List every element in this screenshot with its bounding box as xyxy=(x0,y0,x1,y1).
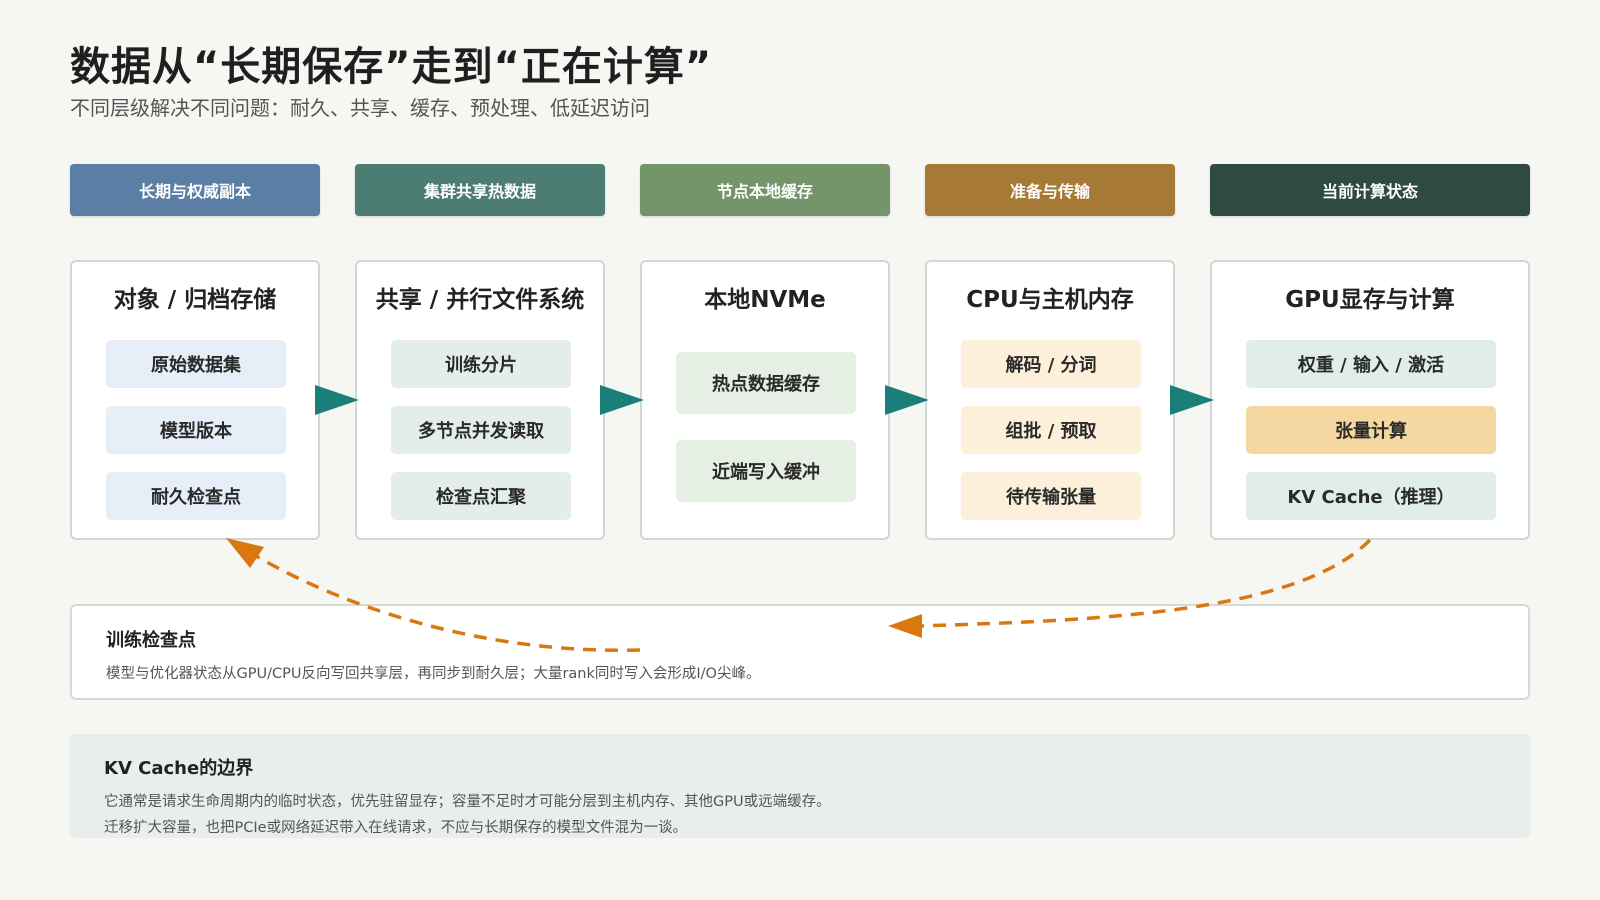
tier-label-compute: 当前计算状态 xyxy=(1210,164,1530,216)
item-hot-cache: 热点数据缓存 xyxy=(676,352,856,414)
item-batch-prefetch: 组批 / 预取 xyxy=(961,406,1141,454)
card-title: 共享 / 并行文件系统 xyxy=(375,287,585,313)
tier-label-shared: 集群共享热数据 xyxy=(355,164,605,216)
item-weights-inputs-activations: 权重 / 输入 / 激活 xyxy=(1246,340,1496,388)
card-title: 本地NVMe xyxy=(704,287,826,313)
writeback-arrowhead-to-storage xyxy=(226,538,264,568)
flow-arrow-1 xyxy=(315,385,359,415)
item-durable-checkpoint: 耐久检查点 xyxy=(106,472,286,520)
card-title: GPU显存与计算 xyxy=(1285,287,1455,313)
card-shared-filesystem: 共享 / 并行文件系统 训练分片 多节点并发读取 检查点汇聚 xyxy=(355,260,605,540)
kv-note-title: KV Cache的边界 xyxy=(104,758,254,779)
writeback-note: 训练检查点 模型与优化器状态从GPU/CPU反向写回共享层，再同步到耐久层；大量… xyxy=(70,604,1530,700)
item-kv-cache: KV Cache（推理） xyxy=(1246,472,1496,520)
item-tensor-compute: 张量计算 xyxy=(1246,406,1496,454)
card-gpu-memory: GPU显存与计算 权重 / 输入 / 激活 张量计算 KV Cache（推理） xyxy=(1210,260,1530,540)
item-model-versions: 模型版本 xyxy=(106,406,286,454)
card-cpu-memory: CPU与主机内存 解码 / 分词 组批 / 预取 待传输张量 xyxy=(925,260,1175,540)
item-training-shards: 训练分片 xyxy=(391,340,571,388)
card-local-nvme: 本地NVMe 热点数据缓存 近端写入缓冲 xyxy=(640,260,890,540)
kv-cache-note: KV Cache的边界 它通常是请求生命周期内的临时状态，优先驻留显存；容量不足… xyxy=(70,734,1530,838)
card-object-storage: 对象 / 归档存储 原始数据集 模型版本 耐久检查点 xyxy=(70,260,320,540)
page-title: 数据从“长期保存”走到“正在计算” xyxy=(70,44,713,90)
item-concurrent-read: 多节点并发读取 xyxy=(391,406,571,454)
tier-label-prepare: 准备与传输 xyxy=(925,164,1175,216)
item-checkpoint-aggregate: 检查点汇聚 xyxy=(391,472,571,520)
kv-note-line-2: 迁移扩大容量，也把PCIe或网络延迟带入在线请求，不应与长期保存的模型文件混为一… xyxy=(104,820,688,836)
writeback-body: 模型与优化器状态从GPU/CPU反向写回共享层，再同步到耐久层；大量rank同时… xyxy=(106,666,761,682)
item-raw-dataset: 原始数据集 xyxy=(106,340,286,388)
writeback-title: 训练检查点 xyxy=(106,630,196,651)
item-write-buffer: 近端写入缓冲 xyxy=(676,440,856,502)
flow-arrow-3 xyxy=(885,385,929,415)
item-decode-tokenize: 解码 / 分词 xyxy=(961,340,1141,388)
tier-label-local-cache: 节点本地缓存 xyxy=(640,164,890,216)
flow-arrow-4 xyxy=(1170,385,1214,415)
card-title: CPU与主机内存 xyxy=(966,287,1134,313)
tier-label-durable: 长期与权威副本 xyxy=(70,164,320,216)
kv-note-line-1: 它通常是请求生命周期内的临时状态，优先驻留显存；容量不足时才可能分层到主机内存、… xyxy=(104,794,831,810)
flow-arrow-2 xyxy=(600,385,644,415)
card-title: 对象 / 归档存储 xyxy=(113,287,277,313)
page-subtitle: 不同层级解决不同问题：耐久、共享、缓存、预处理、低延迟访问 xyxy=(70,96,650,120)
item-pending-tensors: 待传输张量 xyxy=(961,472,1141,520)
